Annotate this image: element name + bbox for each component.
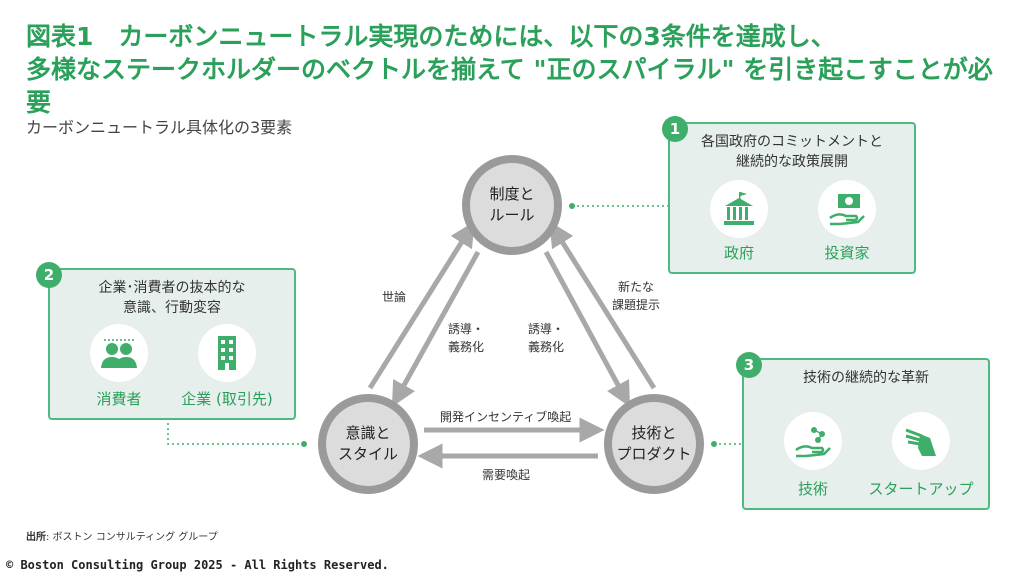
connector-panel-2 <box>167 418 304 445</box>
investor-hand-money-icon <box>818 180 876 238</box>
panel-government: 各国政府のコミットメントと 継続的な政策展開 政府 投資家 <box>668 122 916 274</box>
technology-hand-icon <box>784 412 842 470</box>
node-technology-label: 技術と プロダクト <box>616 424 692 463</box>
arrow-awareness-to-rules <box>367 221 475 390</box>
panel-2-item-2-label: 企業 (取引先) <box>181 390 273 408</box>
copyright: © Boston Consulting Group 2025 - All Rig… <box>6 558 389 572</box>
government-building-icon <box>710 180 768 238</box>
title-line-2: 多様なステークホルダーのベクトルを揃えて "正のスパイラル" を引き起こすことが… <box>26 55 993 117</box>
edge-label-public-opinion: 世論 <box>382 290 407 304</box>
panel-technology: 技術の継続的な革新 技術 スタートアップ <box>742 358 990 510</box>
arrow-technology-to-rules <box>549 221 657 390</box>
edge-label-development: 開発インセンティブ喚起 <box>440 410 572 424</box>
panel-consumers: 企業･消費者の抜本的な 意識、行動変容 消費者 企業 (取引先) <box>48 268 296 420</box>
panel-3-item-1-label: 技術 <box>797 480 828 498</box>
panel-3-item-2-label: スタートアップ <box>868 480 974 498</box>
panel-1-item-2-label: 投資家 <box>824 244 870 262</box>
edge-label-new-issues: 新たな 課題提示 <box>612 280 661 312</box>
startup-winged-shoe-icon <box>892 412 950 470</box>
diagram-subtitle: カーボンニュートラル具体化の3要素 <box>26 118 293 137</box>
node-technology: 技術と プロダクト <box>604 394 704 494</box>
edge-label-demand: 需要喚起 <box>482 468 531 482</box>
source-note: 出所: ボストン コンサルティング グループ <box>26 528 218 543</box>
panel-2-number-badge: 2 <box>36 262 62 288</box>
node-awareness: 意識と スタイル <box>318 394 418 494</box>
panel-1-number-badge: 1 <box>662 116 688 142</box>
panel-3-heading: 技術の継続的な革新 <box>803 370 929 386</box>
node-rules-label: 制度と ルール <box>489 185 535 224</box>
panel-2-heading: 企業･消費者の抜本的な 意識、行動変容 <box>98 280 246 316</box>
company-building-icon <box>198 324 256 382</box>
arrow-rules-to-awareness <box>391 250 481 407</box>
node-rules: 制度と ルール <box>462 155 562 255</box>
panel-2-item-1-label: 消費者 <box>96 390 142 408</box>
source-text: : ボストン コンサルティング グループ <box>46 532 218 543</box>
consumers-people-icon <box>90 324 148 382</box>
panel-3-number-badge: 3 <box>736 352 762 378</box>
edge-label-guidance-right: 誘導・ 義務化 <box>528 322 565 354</box>
node-awareness-label: 意識と スタイル <box>337 424 398 463</box>
title-line-1: 図表1 カーボンニュートラル実現のためには、以下の3条件を達成し、 <box>26 22 836 51</box>
panel-1-heading: 各国政府のコミットメントと 継続的な政策展開 <box>701 134 883 170</box>
arrow-rules-to-technology <box>543 250 630 407</box>
page-title: 図表1 カーボンニュートラル実現のためには、以下の3条件を達成し、 多様なステー… <box>26 20 1006 119</box>
source-label: 出所 <box>26 532 46 543</box>
edge-label-guidance-left: 誘導・ 義務化 <box>448 322 485 354</box>
panel-1-item-1-label: 政府 <box>723 244 754 262</box>
